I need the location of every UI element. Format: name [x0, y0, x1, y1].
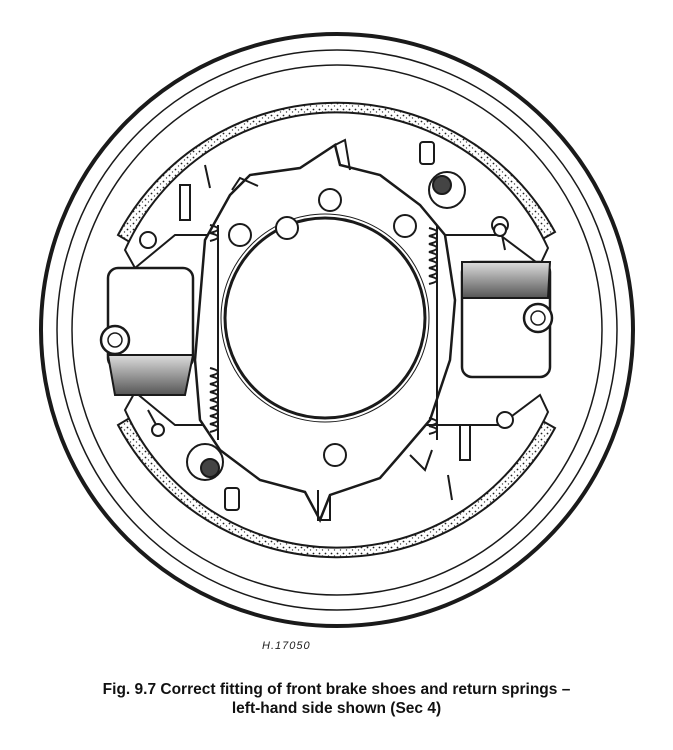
wheel-cylinder-right [460, 260, 554, 379]
hub-hole [223, 216, 427, 420]
drum-outer [39, 32, 635, 628]
brake-assembly-diagram [39, 32, 635, 628]
caption-line-2: left-hand side shown (Sec 4) [231, 700, 442, 717]
wheel-cylinder-left [99, 266, 195, 396]
figure-caption: Fig. 9.7 Correct fitting of front brake … [0, 680, 673, 718]
adjuster-cam-top [419, 141, 466, 209]
return-spring-right [428, 225, 438, 440]
return-spring-left [209, 224, 219, 440]
adjuster-cam-bottom [186, 443, 240, 511]
caption-line-1: Fig. 9.7 Correct fitting of front brake … [102, 681, 571, 698]
shoe-pins [147, 164, 507, 501]
figure-reference-code: H.17050 [262, 640, 311, 652]
